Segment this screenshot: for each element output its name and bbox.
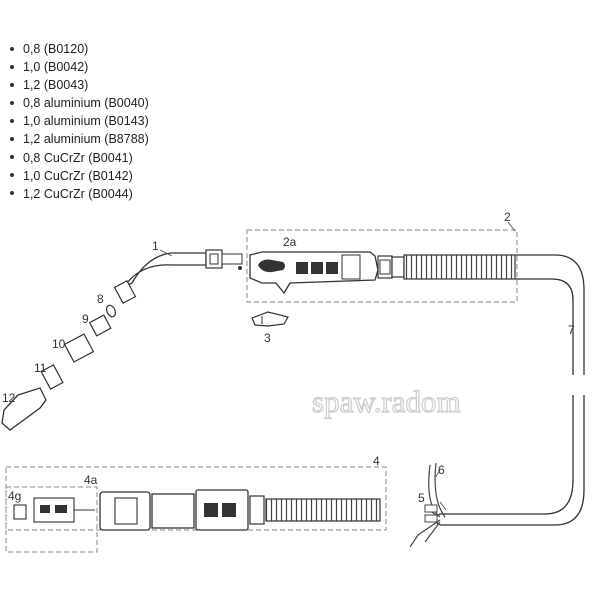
assembly-4-box — [5, 466, 387, 531]
assembly-2-box — [246, 229, 518, 303]
callout-4a: 4a — [84, 473, 98, 487]
callout-4: 4 — [373, 454, 380, 468]
callout-2a: 2a — [283, 235, 297, 249]
tip-size-item: 0,8 CuCrZr (B0041) — [10, 149, 149, 167]
callout-labels: 1 2 2a 3 4 4a 4g 5 6 7 8 9 10 11 12 — [2, 210, 575, 505]
bullet-icon — [10, 191, 14, 196]
callout-1: 1 — [152, 239, 159, 253]
bullet-icon — [10, 82, 14, 87]
callout-2: 2 — [504, 210, 511, 224]
handle-2a — [249, 251, 516, 295]
tip-size-item: 1,0 aluminium (B0143) — [10, 112, 149, 130]
tip-size-item: 1,2 aluminium (B8788) — [10, 130, 149, 148]
callout-6: 6 — [438, 463, 445, 477]
tip-size-item: 1,2 (B0043) — [10, 76, 149, 94]
bullet-icon — [10, 119, 14, 124]
trigger-3 — [251, 311, 289, 327]
callout-9: 9 — [82, 312, 89, 326]
callout-10: 10 — [52, 337, 66, 351]
bullet-icon — [10, 46, 14, 51]
watermark-text: spaw.radom — [312, 384, 461, 419]
cable-7 — [434, 254, 585, 526]
swan-neck-1 — [113, 249, 243, 305]
bullet-icon — [10, 64, 14, 69]
tip-size-item: 1,2 CuCrZr (B0044) — [10, 185, 149, 203]
contact-tip-parts — [1, 304, 117, 431]
callout-12: 12 — [2, 391, 16, 405]
bullet-icon — [10, 137, 14, 142]
callout-4g: 4g — [8, 489, 21, 503]
bullet-icon — [10, 155, 14, 160]
callout-8: 8 — [97, 292, 104, 306]
callout-7: 7 — [568, 323, 575, 337]
tip-size-item: 0,8 (B0120) — [10, 40, 149, 58]
callout-11: 11 — [34, 361, 47, 375]
tip-size-list: 0,8 (B0120) 1,0 (B0042) 1,2 (B0043) 0,8 … — [10, 40, 149, 203]
callout-3: 3 — [264, 331, 271, 345]
tip-size-item: 0,8 aluminium (B0040) — [10, 94, 149, 112]
euro-connector-4 — [13, 489, 381, 531]
bullet-icon — [10, 100, 14, 105]
bullet-icon — [10, 173, 14, 178]
callout-5: 5 — [418, 491, 425, 505]
assembly-4a-box — [5, 486, 98, 553]
leader-lines — [159, 221, 516, 511]
hose-5-connectors — [424, 504, 438, 523]
tip-size-item: 1,0 (B0042) — [10, 58, 149, 76]
tip-size-item: 1,0 CuCrZr (B0142) — [10, 167, 149, 185]
